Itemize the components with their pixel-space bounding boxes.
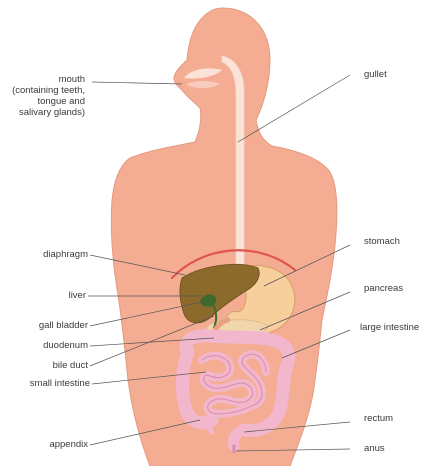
label-mouth-line-1: mouth bbox=[12, 74, 85, 85]
label-mouth-line-3: tongue and bbox=[12, 96, 85, 107]
label-gullet: gullet bbox=[364, 69, 387, 80]
label-mouth: mouth (containing teeth, tongue and sali… bbox=[12, 74, 85, 118]
label-mouth-line-4: salivary glands) bbox=[12, 107, 85, 118]
label-large-intestine: large intestine bbox=[360, 322, 419, 333]
label-mouth-line-2: (containing teeth, bbox=[12, 85, 85, 96]
label-diaphragm: diaphragm bbox=[43, 249, 88, 260]
label-small-intestine: small intestine bbox=[30, 378, 90, 389]
label-gall-bladder: gall bladder bbox=[39, 320, 88, 331]
label-anus: anus bbox=[364, 443, 385, 454]
leader-line-mouth bbox=[92, 82, 182, 84]
label-rectum: rectum bbox=[364, 413, 393, 424]
label-duodenum: duodenum bbox=[43, 340, 88, 351]
label-bile-duct: bile duct bbox=[53, 360, 88, 371]
label-appendix: appendix bbox=[49, 439, 88, 450]
label-pancreas: pancreas bbox=[364, 283, 403, 294]
label-liver: liver bbox=[69, 290, 86, 301]
label-stomach: stomach bbox=[364, 236, 400, 247]
